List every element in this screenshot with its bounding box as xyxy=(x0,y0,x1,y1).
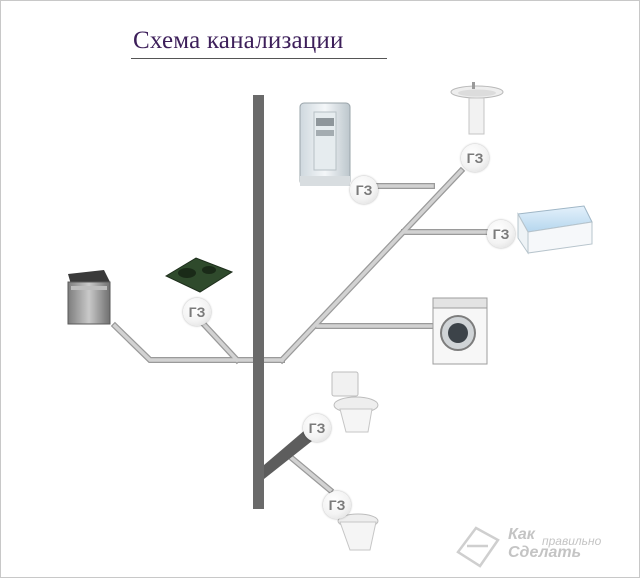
branch-pipes xyxy=(110,166,493,495)
bathtub-icon xyxy=(517,205,593,255)
watermark-logo-icon xyxy=(456,526,500,568)
title-underline xyxy=(131,58,387,59)
diagram-title: Схема канализации xyxy=(133,27,344,54)
gz-label-washbasin: ГЗ xyxy=(461,144,489,172)
watermark-kak: Как xyxy=(508,526,535,543)
toilet-icon xyxy=(331,371,379,433)
gz-label-kitchen-sink: ГЗ xyxy=(183,298,211,326)
shower-cabin-icon xyxy=(299,102,351,186)
watermark: Как правильно Сделать xyxy=(458,524,628,570)
gz-label-shower: ГЗ xyxy=(350,176,378,204)
gz-label-bathtub: ГЗ xyxy=(487,220,515,248)
toilet-pipe xyxy=(264,430,312,479)
watermark-sdelat: Сделать xyxy=(508,544,582,561)
gz-label-bidet: ГЗ xyxy=(323,491,351,519)
riser-pipe xyxy=(253,95,312,509)
kitchen-sink-icon xyxy=(164,257,234,293)
washbasin-icon xyxy=(450,82,504,135)
gz-label-toilet: ГЗ xyxy=(303,414,331,442)
bidet-icon xyxy=(337,513,379,551)
dishwasher-icon xyxy=(67,270,111,325)
washing-machine-icon xyxy=(432,297,488,365)
watermark-pravilno: правильно xyxy=(542,534,602,548)
